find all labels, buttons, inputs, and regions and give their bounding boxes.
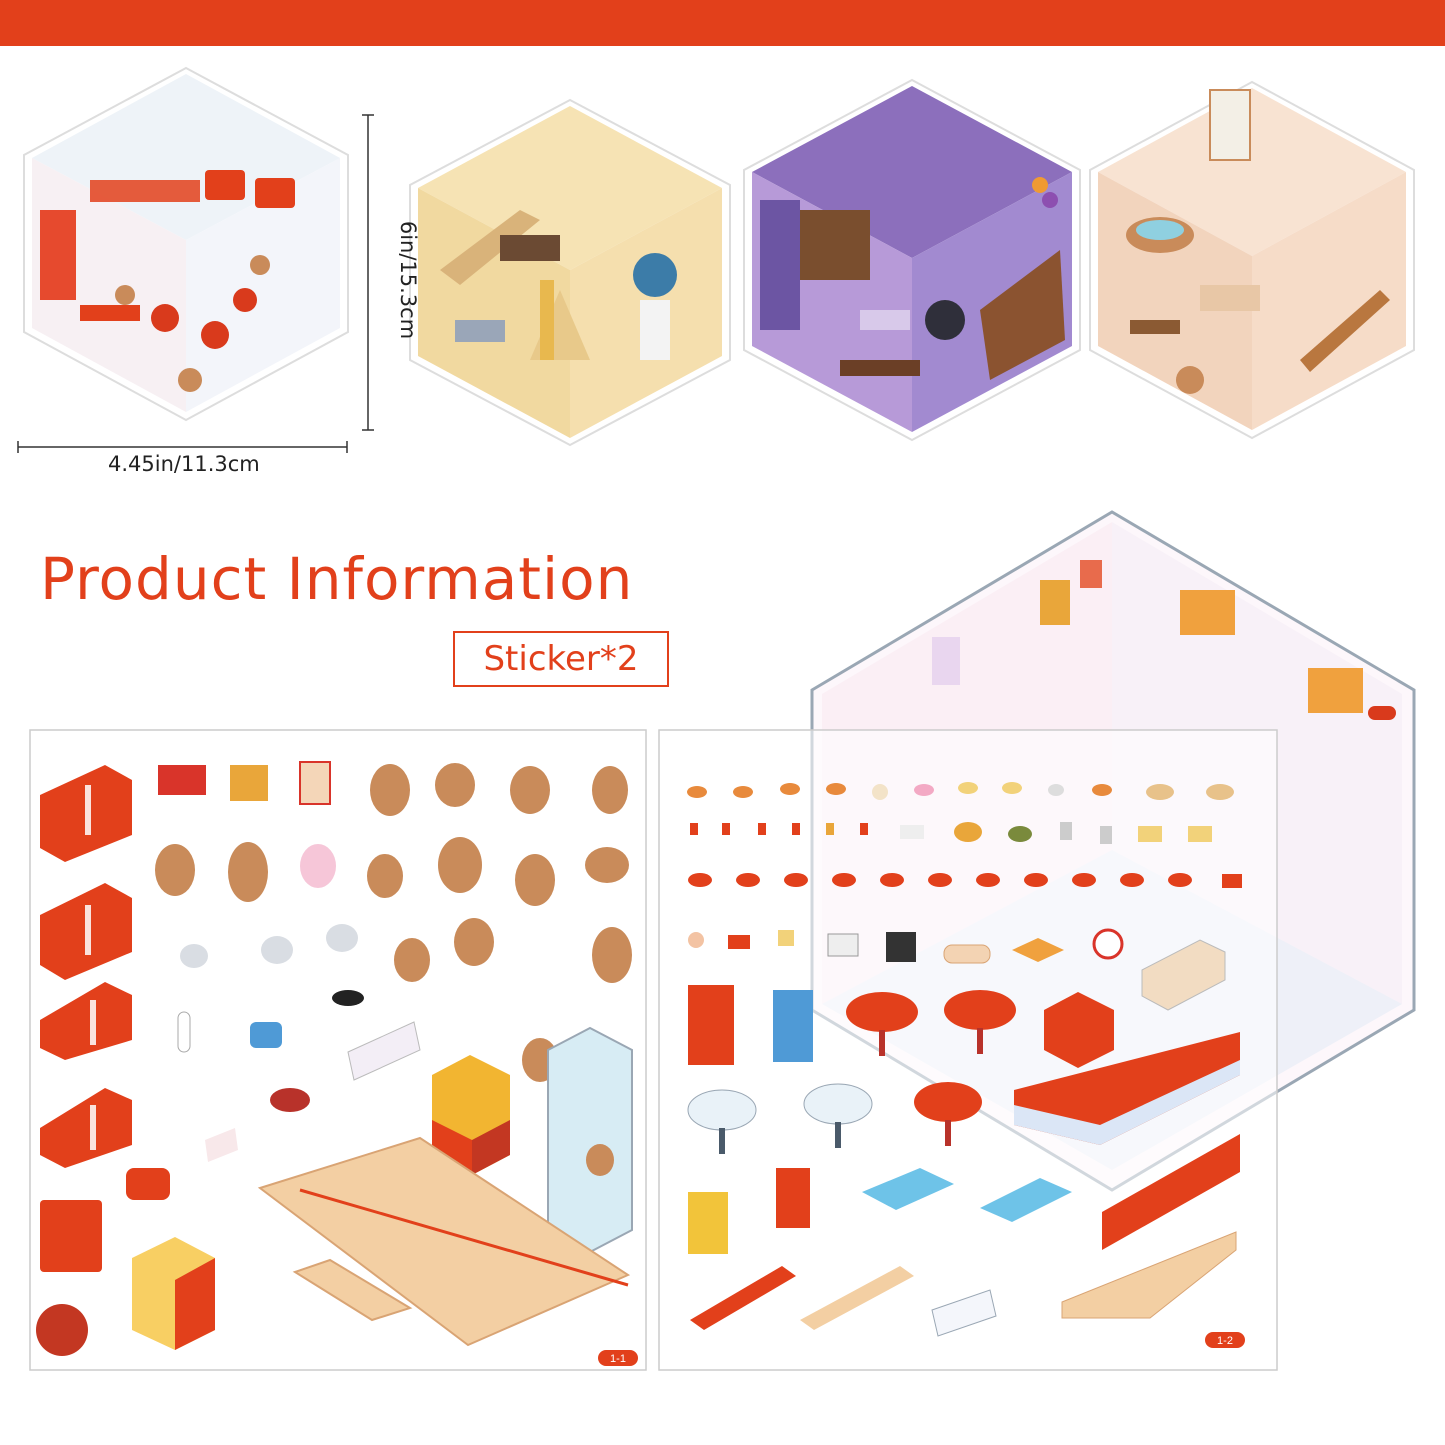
sandwich-sign-sticker	[158, 765, 206, 795]
top-accent-bar	[0, 0, 1445, 46]
sticker-count-badge: Sticker*2	[453, 631, 669, 687]
haunted-cafe-scene	[743, 78, 1081, 442]
yum-sign-sticker	[270, 1088, 310, 1112]
seal-stickers	[180, 924, 358, 968]
sheet-id-badge	[1205, 1332, 1245, 1348]
misc-stickers	[688, 928, 1226, 1011]
menu-board-sticker	[931, 1289, 997, 1337]
bathhouse-scene	[1089, 80, 1415, 440]
bench-sticker	[292, 1258, 413, 1322]
height-dimension-label: 6in/15.3cm	[396, 220, 420, 340]
sheet-id-label: 1-1	[610, 1353, 626, 1365]
cup-stickers-row	[690, 822, 1212, 844]
fridge-stickers	[688, 985, 813, 1065]
width-dimension-line	[17, 441, 348, 453]
menu-sticker	[299, 761, 331, 805]
kiosk-sticker	[1044, 992, 1114, 1068]
awning-sticker	[126, 1168, 170, 1200]
pink-character-sticker	[300, 844, 336, 888]
long-bench-sticker	[690, 1266, 796, 1330]
machine-stickers	[688, 1168, 810, 1254]
museum-scene	[409, 98, 731, 447]
sticker-sheet-1-1: 1-1	[29, 729, 647, 1371]
diner-counter-sticker	[1014, 1032, 1240, 1145]
display-case-sticker	[547, 1026, 633, 1254]
picture-sticker	[230, 765, 268, 801]
height-dimension-line	[362, 114, 374, 431]
blue-table-stickers	[862, 1168, 1072, 1222]
cat-sticker	[332, 990, 364, 1006]
sheet-id-label: 1-2	[1217, 1335, 1233, 1347]
counter-panel-sticker	[1102, 1134, 1240, 1250]
burger-sign-sticker	[36, 1304, 88, 1356]
vending-machine-sticker	[432, 1055, 510, 1175]
note-sticker	[205, 1128, 238, 1162]
scene-gallery	[17, 66, 1415, 453]
photo-booth-sticker	[132, 1237, 215, 1350]
counter-table-sticker	[257, 1136, 631, 1347]
sheet-id-badge	[598, 1350, 638, 1366]
curved-counter-sticker	[1061, 1231, 1237, 1319]
bar-stool-stickers	[688, 873, 1242, 888]
pillar-sticker	[177, 1011, 191, 1053]
camera-sticker	[250, 1022, 282, 1048]
width-dimension-label: 4.45in/11.3cm	[108, 452, 260, 476]
sticker-sheet-1-2: 1-2	[658, 729, 1278, 1371]
price-board-sticker	[347, 1021, 421, 1081]
wood-bench-sticker	[800, 1266, 914, 1330]
food-stickers-row	[687, 782, 1234, 800]
page-title: Product Information	[40, 545, 634, 613]
diner-scene	[23, 66, 349, 422]
round-table-stickers	[687, 990, 1016, 1154]
sticker-sheets: 1-1	[29, 510, 1416, 1371]
